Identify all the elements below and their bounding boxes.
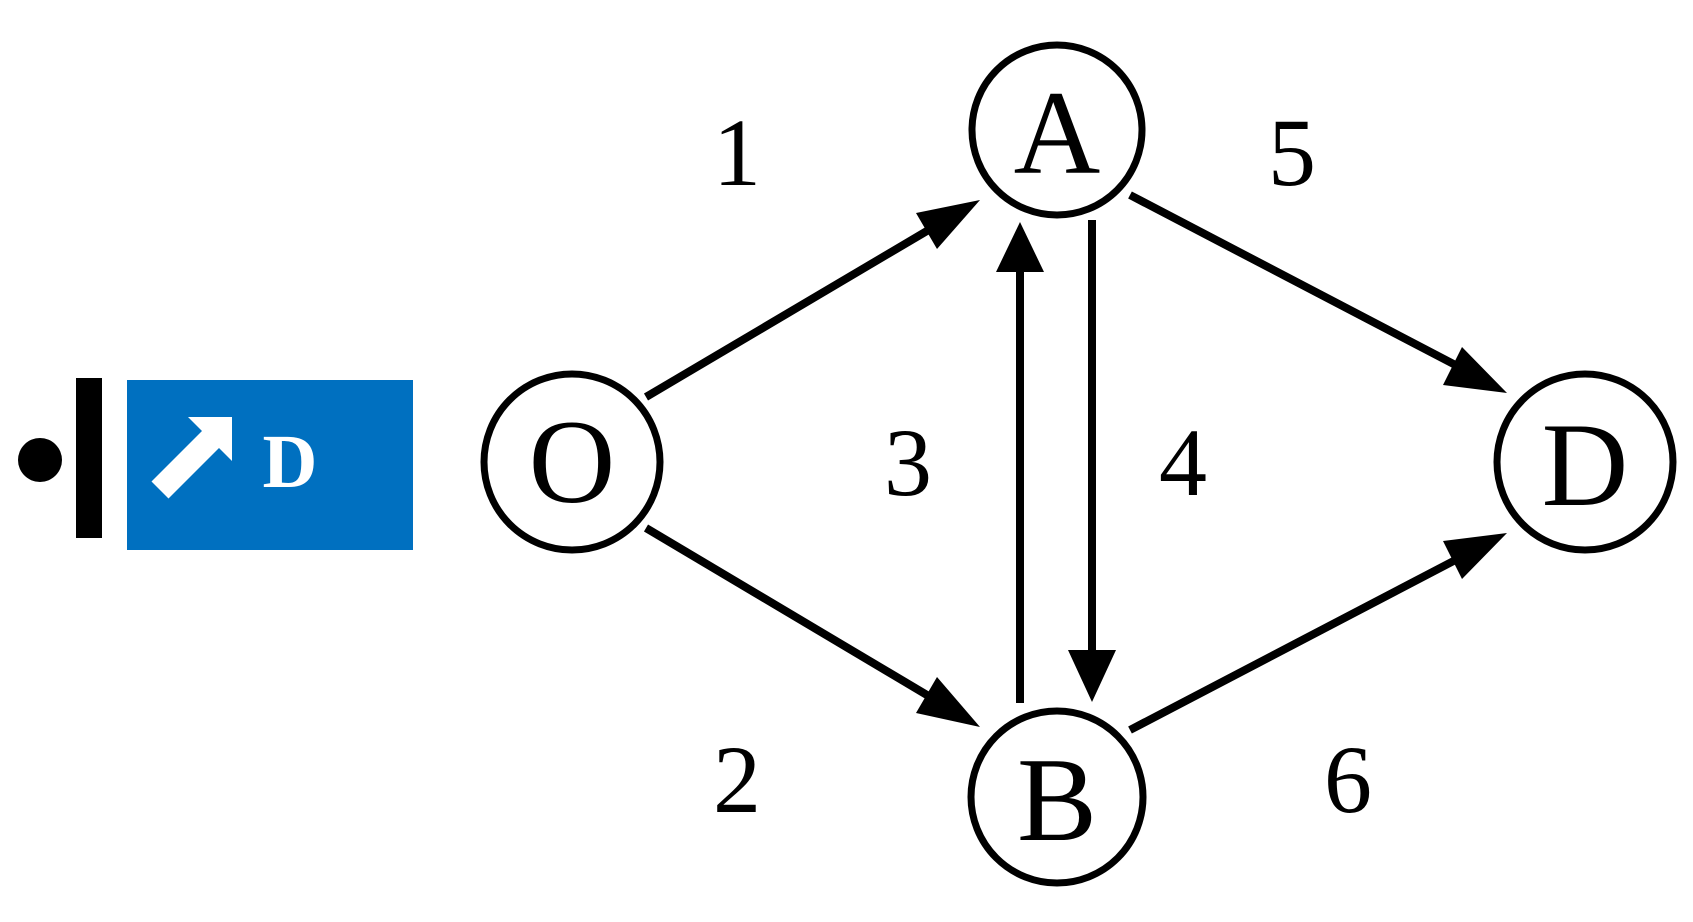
edge-label-6: 6 (1324, 726, 1372, 833)
edge-2-arrowhead (916, 677, 980, 727)
legend: D (18, 378, 413, 550)
node-b-circle (967, 707, 1147, 887)
edge-label-3: 3 (884, 409, 932, 516)
northeast-arrow-shaft (151, 429, 221, 499)
node-b-label: B (1017, 733, 1097, 866)
node-a-circle (968, 41, 1146, 219)
edge-2 (643, 524, 980, 727)
node-d-label: D (1542, 398, 1629, 531)
edge-4-arrowhead (1068, 650, 1116, 702)
northeast-arrow-head (188, 417, 232, 461)
edge-label-2: 2 (713, 726, 761, 833)
legend-bar (76, 378, 102, 538)
edge-5-line (1128, 191, 1467, 374)
node-a-label: A (1014, 66, 1101, 199)
node-o: O (480, 370, 664, 554)
edge-1 (643, 200, 980, 401)
edge-label-4: 4 (1159, 409, 1207, 516)
node-b: B (967, 707, 1147, 887)
northeast-arrow-icon (151, 417, 232, 499)
edges (643, 191, 1507, 734)
legend-dot (18, 438, 62, 482)
edge-1-arrowhead (916, 200, 980, 249)
edge-2-line (643, 524, 940, 705)
node-d-circle (1493, 370, 1677, 554)
edge-labels: 1 2 3 4 5 6 (713, 99, 1372, 833)
edge-label-1: 1 (713, 99, 761, 206)
edge-5 (1128, 191, 1507, 393)
edge-3-arrowhead (996, 222, 1044, 272)
node-o-circle (480, 370, 664, 554)
edge-6-line (1128, 551, 1467, 734)
legend-label: D (263, 420, 318, 504)
node-o-label: O (529, 395, 616, 528)
node-d: D (1493, 370, 1677, 554)
edge-3 (996, 222, 1044, 703)
edge-label-5: 5 (1268, 99, 1316, 206)
edge-6-arrowhead (1443, 533, 1507, 579)
edge-6 (1128, 533, 1507, 734)
node-a: A (968, 41, 1146, 219)
edge-5-arrowhead (1443, 347, 1507, 393)
edge-1-line (643, 221, 940, 401)
edge-4 (1068, 220, 1116, 702)
nodes: O A B D (480, 41, 1677, 887)
